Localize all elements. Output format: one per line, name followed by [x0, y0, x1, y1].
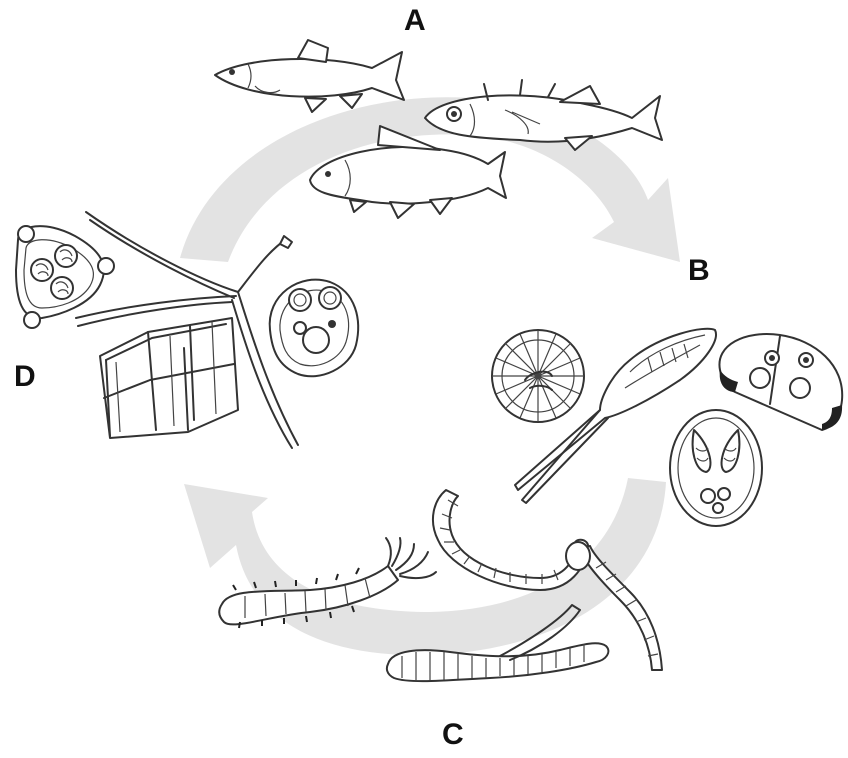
- oval-spore: [670, 410, 762, 526]
- lattice-cube: [100, 318, 238, 438]
- label-a: A: [404, 6, 426, 36]
- salmon-fish: [215, 40, 404, 112]
- stickleback-fish: [425, 80, 662, 150]
- label-b: B: [688, 256, 710, 286]
- round-spore: [270, 280, 358, 377]
- parasite-stages-b: [492, 329, 842, 526]
- label-d: D: [14, 362, 36, 392]
- label-c: C: [442, 720, 464, 750]
- spiky-spore: [492, 330, 584, 422]
